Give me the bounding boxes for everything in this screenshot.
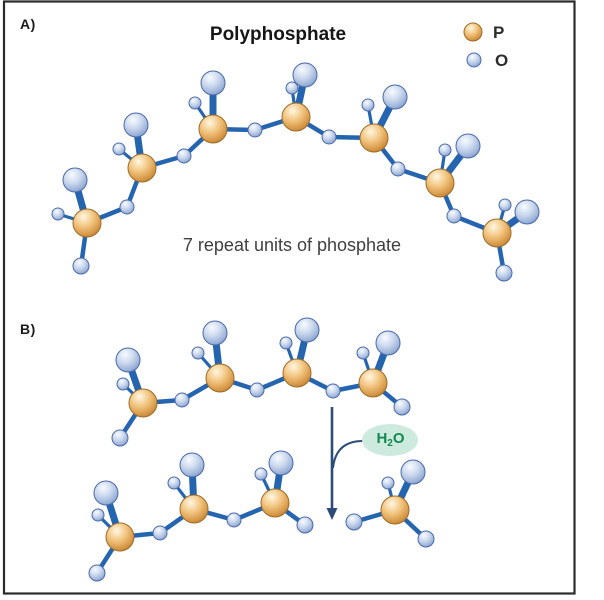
p-atom <box>425 168 455 198</box>
o-atom-bridge <box>325 383 341 399</box>
o-atom-terminal <box>345 513 363 531</box>
figure-frame <box>2 0 576 595</box>
chain-b-product-single <box>345 459 435 548</box>
o-atom-double <box>179 452 205 478</box>
p-atom <box>198 114 228 144</box>
p-atom <box>482 218 512 248</box>
o-atom-double <box>62 167 88 193</box>
p-atom <box>380 495 410 525</box>
o-atom-small <box>285 81 299 95</box>
o-atom-double <box>375 330 401 356</box>
p-atom <box>359 123 389 153</box>
hydrolysis-annotation <box>326 407 418 520</box>
o-atom-double <box>382 84 408 110</box>
h2o-connector-curve <box>332 440 364 469</box>
o-atom-bridge <box>152 525 168 541</box>
h2o-h: H <box>376 430 388 447</box>
p-atom <box>260 488 290 518</box>
p-atom <box>205 363 235 393</box>
o-atom-small <box>254 467 268 481</box>
o-atom-double <box>93 480 119 506</box>
h2o-subscript: 2 <box>387 438 393 449</box>
legend-p-label: P <box>493 23 505 42</box>
o-atom-bridge <box>119 199 135 215</box>
o-atom-bridge <box>247 122 263 138</box>
o-atom-terminal <box>495 264 513 282</box>
o-atom-small <box>498 198 512 212</box>
p-atom <box>72 208 102 238</box>
o-atom-terminal <box>111 429 129 447</box>
o-atom-terminal <box>88 564 106 582</box>
o-atom-small <box>191 346 205 360</box>
atoms <box>111 317 411 447</box>
o-atom-double <box>455 133 481 159</box>
o-atom-double <box>514 199 540 225</box>
o-atom-small <box>381 476 395 490</box>
o-atom-bridge <box>249 382 265 398</box>
hydrolysis-arrowhead <box>326 508 338 520</box>
legend-o-marker <box>466 52 482 68</box>
o-atom-small <box>438 143 452 157</box>
o-atom-double <box>268 450 294 476</box>
chain-b-product-3 <box>88 450 314 582</box>
o-atom-terminal <box>393 398 411 416</box>
o-atom-bridge <box>176 148 192 164</box>
o-atom-bridge <box>226 512 242 528</box>
o-atom-bridge <box>321 129 337 145</box>
p-atom <box>282 358 312 388</box>
o-atom-bridge <box>446 208 462 224</box>
h2o-badge <box>362 424 418 456</box>
figure-title: Polyphosphate <box>209 24 347 45</box>
o-atom-small <box>167 476 181 490</box>
legend-o-label: O <box>495 51 509 70</box>
atoms <box>345 459 435 548</box>
o-atom-double <box>292 62 318 88</box>
p-atom <box>358 368 388 398</box>
o-atom-terminal <box>417 530 435 548</box>
atoms <box>51 62 540 282</box>
o-atom-small <box>112 142 126 156</box>
o-atom-small <box>116 377 130 391</box>
panel-a-caption: 7 repeat units of phosphate <box>182 235 402 255</box>
panel-a-label: A) <box>20 16 36 32</box>
h2o-label: H2O <box>362 431 419 449</box>
p-atom <box>281 102 311 132</box>
p-atom <box>179 494 209 524</box>
o-atom-double <box>123 112 149 138</box>
o-atom-small <box>356 346 370 360</box>
p-atom <box>105 522 135 552</box>
o-atom-double <box>400 459 426 485</box>
o-atom-bridge <box>174 392 190 408</box>
o-atom-double <box>294 317 320 343</box>
o-atom-terminal <box>72 257 90 275</box>
o-atom-small <box>91 508 105 522</box>
panel-b-label: B) <box>20 321 36 337</box>
chain-b-top-4 <box>111 317 411 447</box>
atoms <box>88 450 314 582</box>
o-atom-bridge <box>390 161 406 177</box>
polyphosphate-chain-7 <box>51 62 540 282</box>
o-atom-double <box>200 70 226 96</box>
o-atom-double <box>115 347 141 373</box>
p-atom <box>128 388 158 418</box>
legend-p-marker <box>463 22 483 42</box>
p-atom <box>127 153 157 183</box>
o-atom-double <box>202 320 228 346</box>
h2o-o: O <box>392 430 405 447</box>
o-atom-small <box>361 98 375 112</box>
o-atom-small <box>279 336 293 350</box>
o-atom-small <box>51 207 65 221</box>
o-atom-small <box>188 96 202 110</box>
o-atom-terminal <box>296 516 314 534</box>
